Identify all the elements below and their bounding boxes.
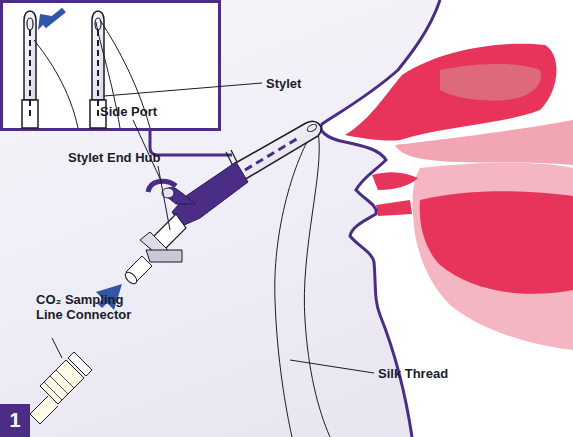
face xyxy=(321,0,573,437)
part-label: CO₂ Sampling Line Connector xyxy=(36,292,136,322)
callout-number: 1 xyxy=(0,404,30,437)
inset-connector xyxy=(150,130,232,155)
part-label: Silk Thread xyxy=(378,366,448,381)
part-label: Side Port xyxy=(100,104,157,119)
leader-lines xyxy=(52,83,374,373)
nasal-tube xyxy=(123,121,321,285)
silk-thread xyxy=(275,132,330,437)
stylet-inset xyxy=(2,2,220,130)
part-label: Stylet End Hub xyxy=(68,150,160,165)
part-label: Stylet xyxy=(266,76,301,91)
